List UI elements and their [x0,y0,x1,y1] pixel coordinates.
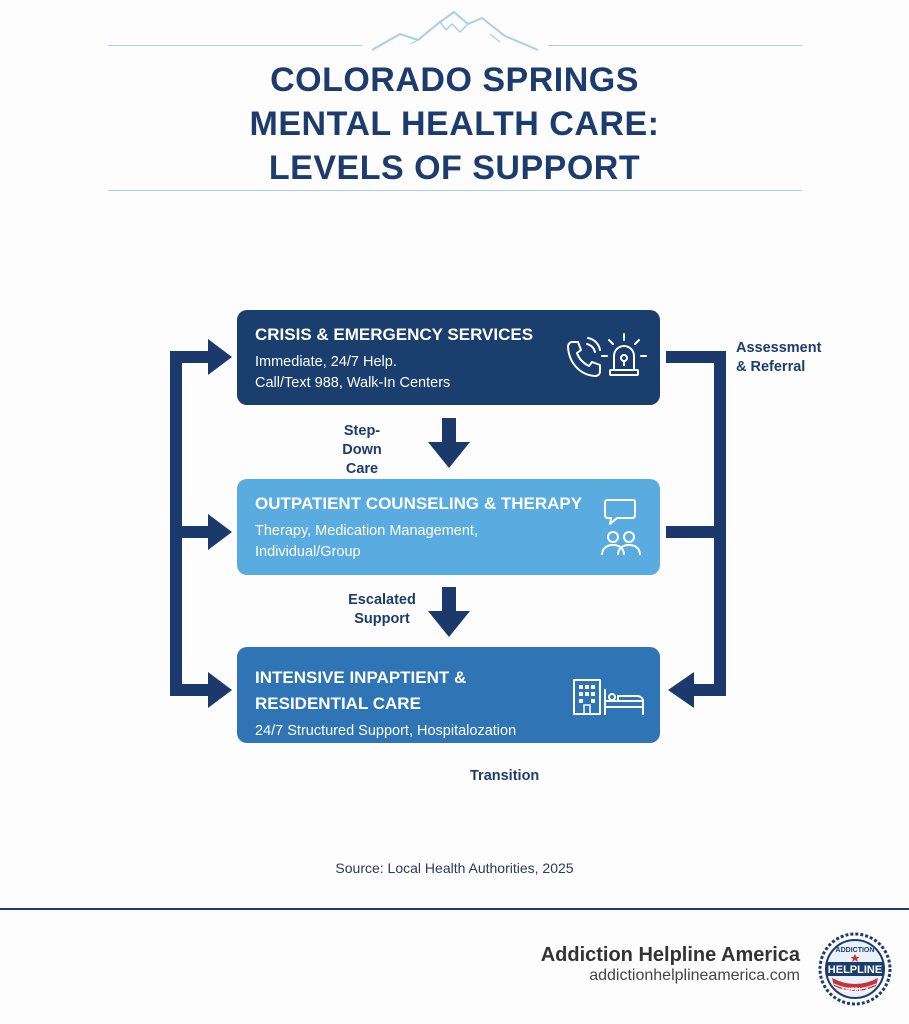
footer-divider [0,908,909,910]
level-outpatient-box: OUTPATIENT COUNSELING & THERAPY Therapy,… [237,479,660,575]
title-rule-right [548,45,802,46]
hospital-building-icon [573,679,601,715]
label-line: Assessment [736,340,822,356]
level-title-line: RESIDENTIAL CARE [255,694,421,713]
assessment-referral-label: Assessment & Referral [736,339,836,377]
label-line: & Referral [736,359,806,375]
level-inpatient-box: INTENSIVE INPAPTIENT & RESIDENTIAL CARE … [237,647,660,743]
people-icon [601,531,641,556]
arrow-right-to-inpatient [208,672,232,708]
alarm-siren-icon [601,333,647,376]
brand-name: Addiction Helpline America [540,944,800,966]
svg-text:HELPLINE: HELPLINE [828,964,882,976]
bed-icon [604,689,644,715]
svg-text:ADDICTION: ADDICTION [836,947,875,954]
label-line: Care [345,461,379,477]
title-line: COLORADO SPRINGS [270,61,639,99]
arrow-right-to-crisis [208,339,232,375]
level-detail: 24/7 Structured Support, Hospitalozation [255,723,517,739]
label-line: Step-Down [342,423,382,458]
level-detail: Individual/Group [255,544,361,560]
source-note: Source: Local Health Authorities, 2025 [335,860,574,876]
arrow-right-to-outpatient [208,514,232,550]
level-crisis-box: CRISIS & EMERGENCY SERVICES Immediate, 2… [237,310,660,405]
label-line: Support [354,611,410,627]
arrow-step-down [428,442,470,468]
level-title: CRISIS & EMERGENCY SERVICES [255,325,534,344]
page-title: COLORADO SPRINGS MENTAL HEALTH CARE: LEV… [0,58,909,190]
title-line: LEVELS OF SUPPORT [268,149,641,187]
level-title: OUTPATIENT COUNSELING & THERAPY [255,494,583,513]
title-rule-left [108,45,362,46]
escalated-support-label: Escalated Support [335,591,429,629]
phone-icon [567,337,601,377]
transition-label: Transition [470,768,540,784]
level-title: INTENSIVE INPAPTIENT & RESIDENTIAL CARE [255,665,642,717]
arrow-left-to-inpatient [668,672,694,708]
svg-text:AMERICA: AMERICA [841,988,870,994]
label-line: Escalated [348,592,416,608]
brand-url: addictionhelplineamerica.com [589,967,800,984]
level-detail: Immediate, 24/7 Help. [255,354,397,370]
title-rule-bottom [108,190,802,191]
level-detail: Therapy, Medication Management, [255,523,478,539]
mountain-icon [371,11,539,51]
level-detail: Call/Text 988, Walk-In Centers [255,375,451,391]
title-line: MENTAL HEALTH CARE: [249,105,660,143]
level-title-line: INTENSIVE INPAPTIENT & [255,668,467,687]
helpline-logo: HELPLINE ADDICTION AMERICA [818,932,892,1006]
arrow-escalated [428,611,470,637]
step-down-label: Step-Down Care [325,422,399,479]
speech-bubble-icon [604,499,636,525]
